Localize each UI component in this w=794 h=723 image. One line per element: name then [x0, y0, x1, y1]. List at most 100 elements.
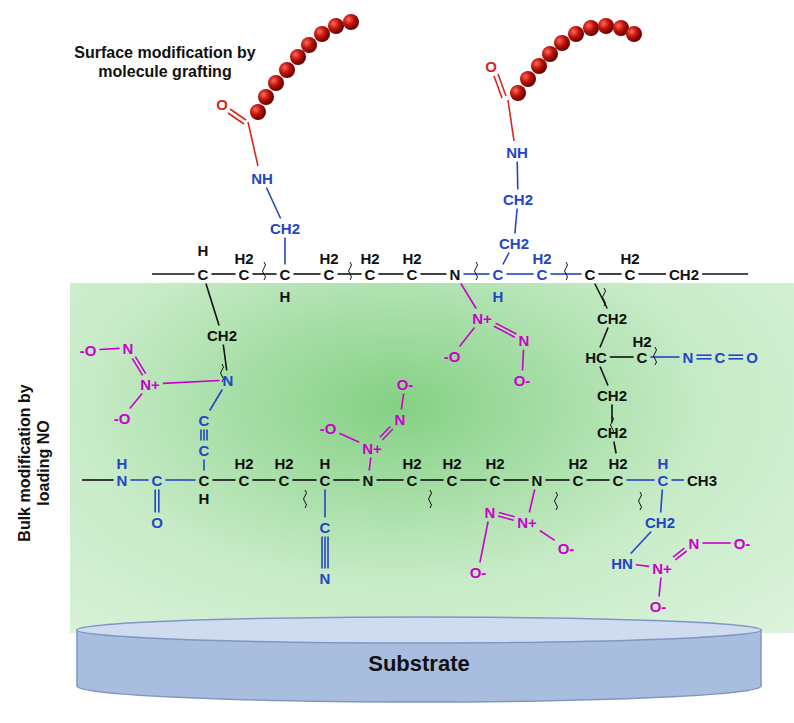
atom-label: C [199, 413, 210, 428]
atom-label: C [490, 473, 501, 488]
bond-line [380, 426, 390, 437]
bond-line [650, 356, 679, 358]
bond-line [610, 356, 634, 358]
bead [258, 89, 274, 105]
bond-line [661, 490, 663, 513]
atom-label: N [223, 373, 234, 388]
atom-label: N [395, 412, 406, 427]
bond-line [152, 273, 195, 275]
atom-label: CH2 [597, 388, 627, 403]
bond-line [586, 479, 609, 481]
bond-line [522, 350, 523, 371]
bond-line [252, 479, 275, 481]
grafted-chain [250, 14, 642, 120]
bond-line [203, 460, 205, 471]
atom-label: CH2 [597, 425, 627, 440]
bond-line [158, 490, 160, 513]
atom-label: N+ [652, 561, 672, 576]
bond-line [503, 479, 528, 481]
atom-label: C [447, 473, 458, 488]
atom-label: C [537, 267, 548, 282]
bond-line [494, 326, 515, 337]
atom-label: C [198, 267, 209, 282]
atom-label: C [152, 473, 163, 488]
bond-line [324, 537, 326, 569]
atom-label: N [320, 571, 331, 586]
bond-line [99, 348, 119, 349]
bead [542, 46, 558, 62]
bond-line [540, 531, 555, 541]
atom-label: N+ [362, 441, 382, 456]
bond-line [598, 273, 621, 275]
atom-label: C [493, 267, 504, 282]
atom-label: H [199, 491, 210, 506]
bond-line [460, 479, 486, 481]
atom-label: C [239, 473, 250, 488]
cleavage-mark [565, 262, 568, 280]
atom-label: H2 [402, 251, 421, 266]
atom-label: H2 [620, 251, 639, 266]
bond-line [200, 430, 202, 441]
bond-line [165, 479, 195, 481]
atom-label: C [280, 267, 291, 282]
atom-label: CH2 [597, 311, 627, 326]
atom-label: C [407, 267, 418, 282]
bond-line [702, 542, 730, 544]
bond-line [675, 551, 686, 560]
atom-label: C [637, 350, 648, 365]
atom-label: NH [506, 145, 528, 160]
atom-label: N [689, 536, 700, 551]
atom-label: O- [397, 377, 414, 392]
atom-label: H2 [274, 456, 293, 471]
bond-line [506, 273, 533, 275]
bead [279, 62, 295, 78]
bond-line [516, 162, 518, 190]
atom-label: N+ [140, 377, 160, 392]
atom-label: C [613, 473, 624, 488]
cleavage-mark [603, 288, 606, 306]
bond-line [626, 479, 654, 481]
atom-label: CH2 [499, 236, 529, 251]
atom-label: H2 [608, 456, 627, 471]
bond-line [611, 405, 613, 423]
bond-line [499, 513, 515, 517]
bead [510, 85, 526, 101]
atom-label: N [450, 267, 461, 282]
cleavage-mark [263, 262, 266, 280]
atom-label: O- [470, 565, 487, 580]
bond-line [163, 380, 220, 383]
bead [520, 71, 536, 87]
bead [568, 26, 584, 42]
section-heading: Surface modification by molecule graftin… [73, 43, 258, 81]
atom-label: C [658, 473, 669, 488]
bead [314, 26, 330, 42]
atom-label: C [279, 473, 290, 488]
atom-label: H2 [485, 456, 504, 471]
atom-label: H2 [532, 251, 551, 266]
atom-label: O [151, 515, 163, 530]
atom-label: H2 [442, 456, 461, 471]
atom-label: N [117, 473, 128, 488]
bond-line [420, 273, 446, 275]
atom-label: CH2 [645, 515, 675, 530]
bond-line [211, 273, 235, 275]
cleavage-mark [349, 262, 352, 280]
bond-line [728, 354, 743, 356]
atom-label: H2 [632, 334, 651, 349]
bond-line [266, 188, 280, 219]
bond-line [206, 430, 208, 441]
atom-label: C [199, 443, 210, 458]
bond-line [293, 273, 320, 275]
atom-label: C [715, 350, 726, 365]
bond-line [595, 284, 608, 309]
cleavage-mark [475, 262, 478, 280]
bead [343, 14, 359, 30]
atom-label: NH [251, 171, 273, 186]
region-label: Bulk modification by loading NO [15, 368, 53, 558]
bond-line [638, 273, 666, 275]
bond-line [135, 357, 145, 374]
cleavage-mark [429, 490, 432, 508]
atom-label: O [485, 59, 497, 74]
